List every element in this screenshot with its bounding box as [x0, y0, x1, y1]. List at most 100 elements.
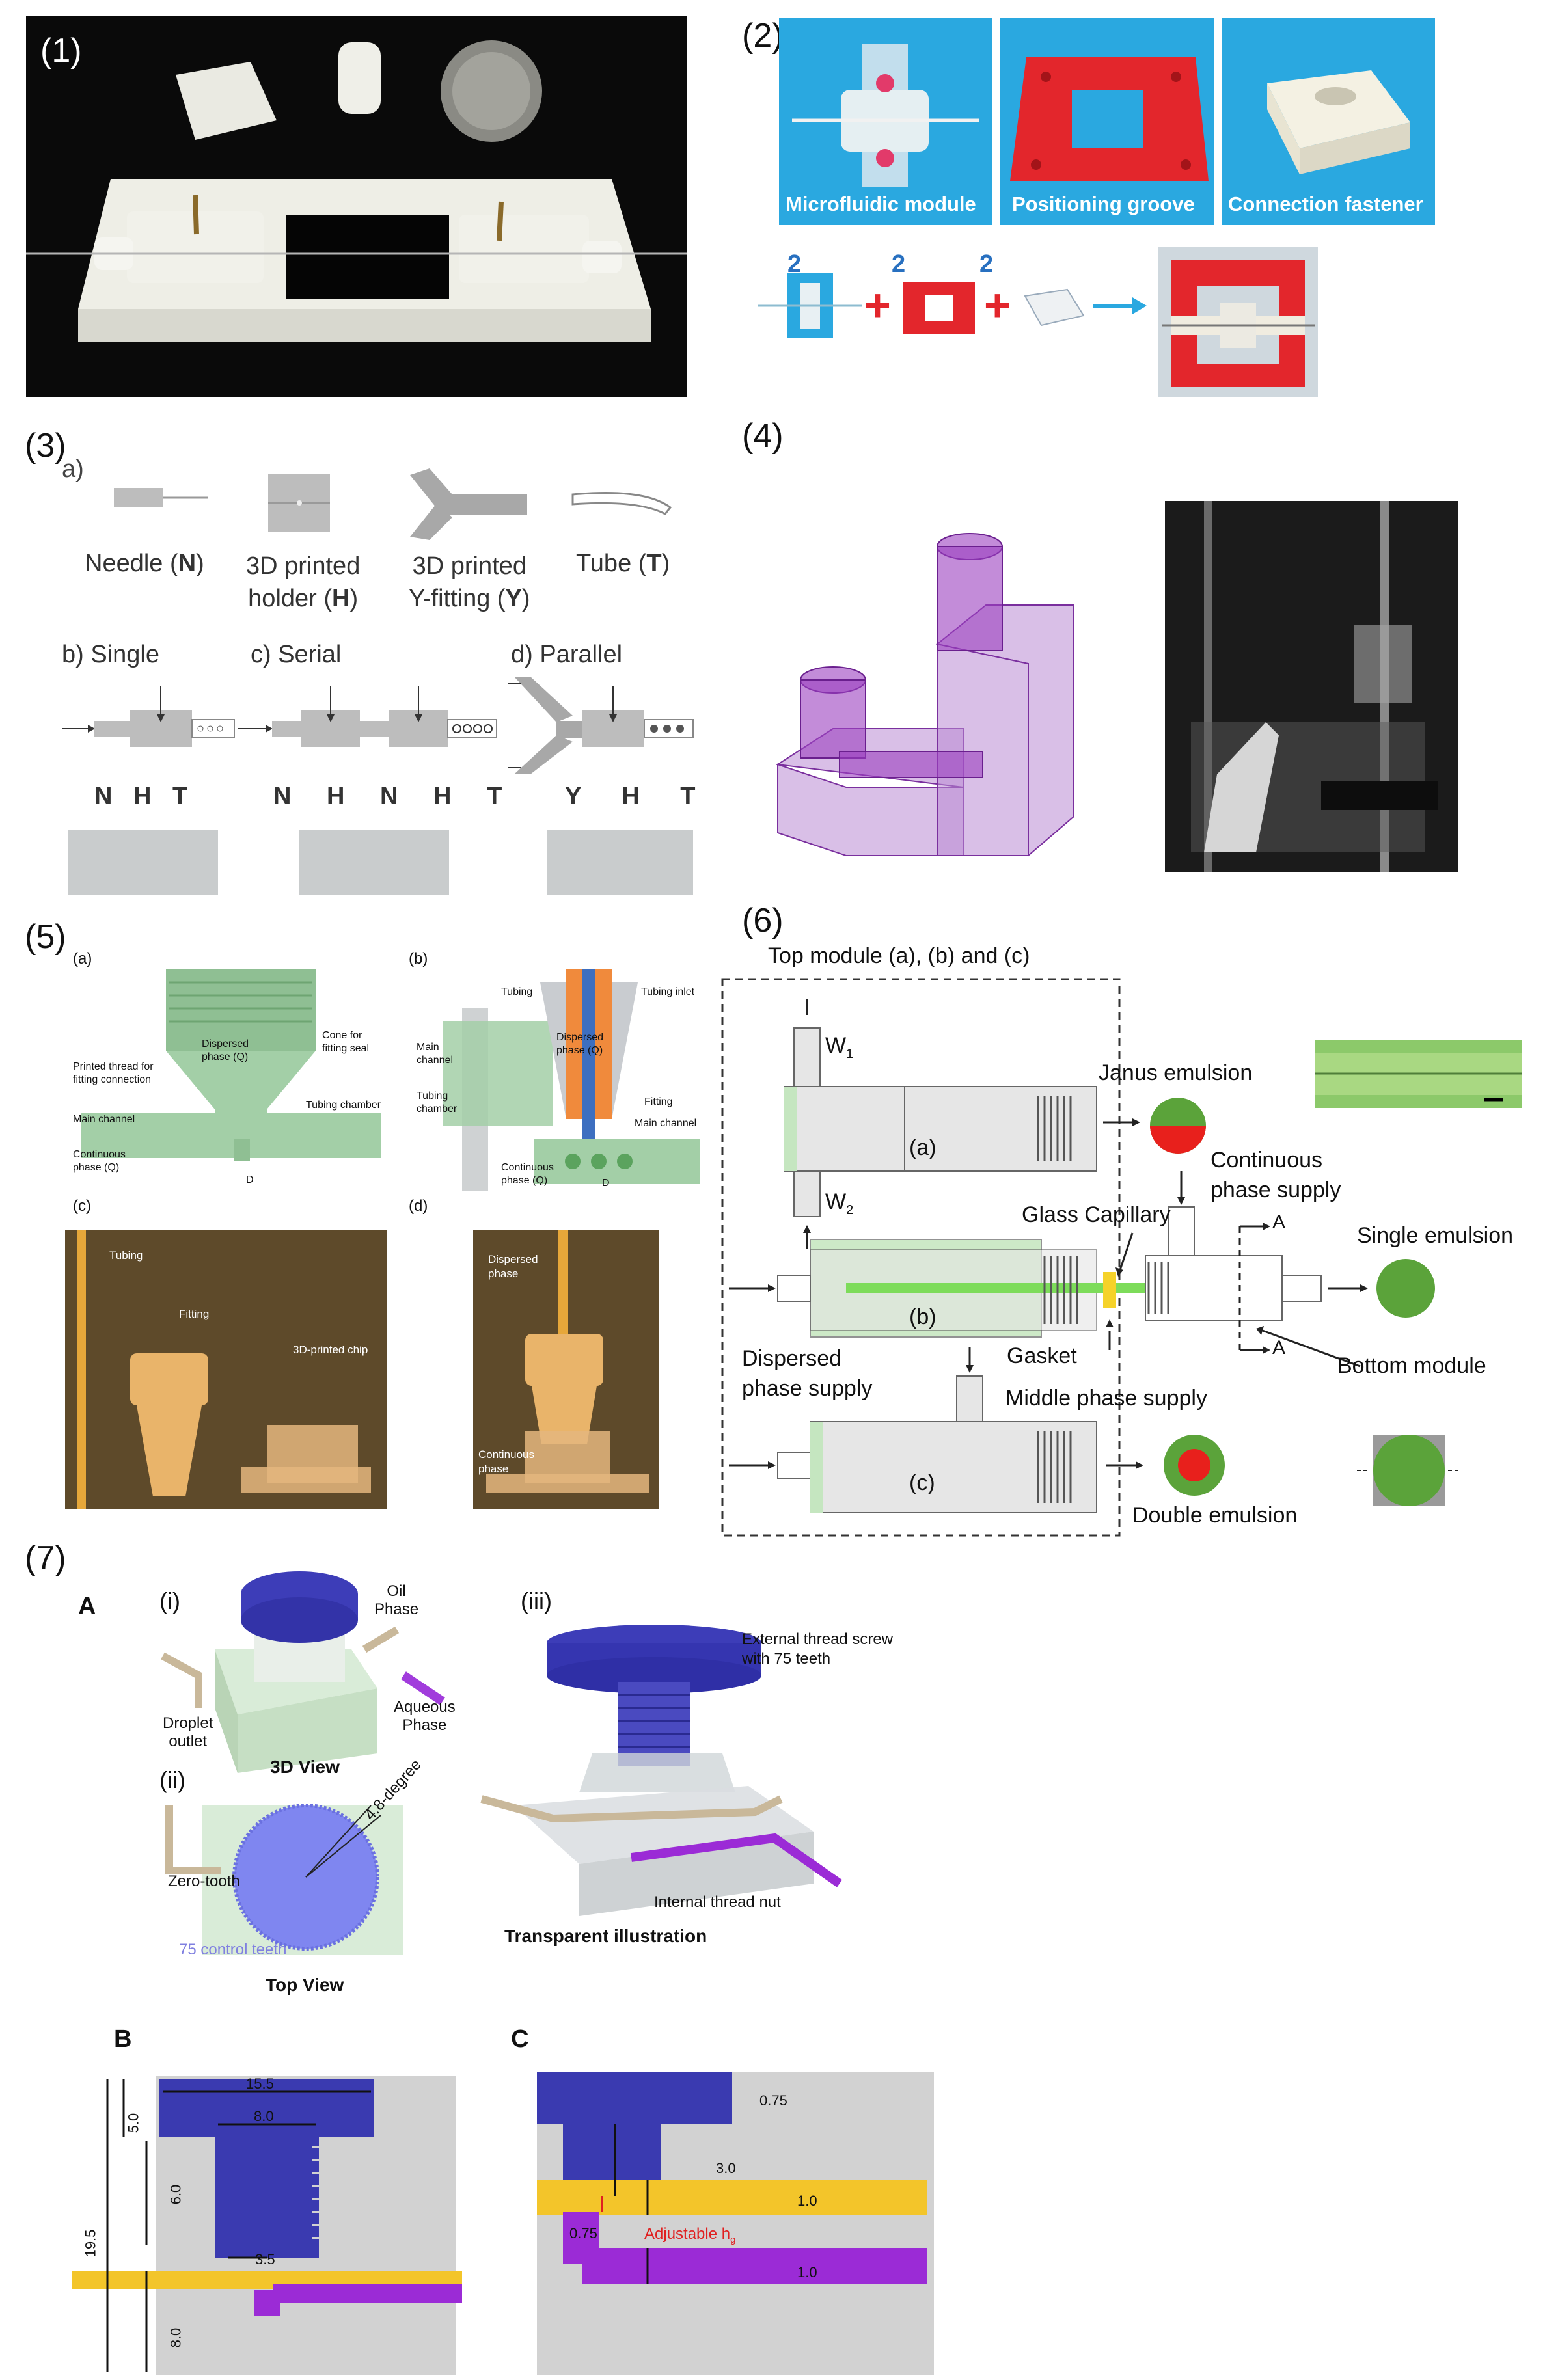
svg-text:+: +	[984, 280, 1011, 331]
dim-C-0-75-top: 0.75	[759, 2092, 787, 2109]
panel-3-configs	[62, 677, 694, 774]
part-yfitting-label: 3D printed Y-fitting (Y)	[409, 552, 530, 612]
photo-single	[68, 830, 218, 895]
5b-label-fitting: Fitting	[644, 1096, 673, 1107]
panel-6-title: Top module (a), (b) and (c)	[768, 943, 1030, 968]
dim-B-5-0: 5.0	[125, 2113, 142, 2133]
panel-7-3d-view	[161, 1571, 445, 1773]
label-module-b: (b)	[909, 1305, 937, 1329]
panel-4-cad-model	[776, 533, 1074, 858]
panel-2-tile-module	[779, 18, 992, 225]
label-top-view: Top View	[266, 1975, 344, 1995]
dim-B-19-5: 19.5	[82, 2229, 99, 2258]
photo-serial	[299, 830, 449, 895]
dim-C-3-0: 3.0	[716, 2160, 736, 2176]
config-serial-label: c) Serial	[251, 641, 342, 668]
panel-1-illustration	[26, 16, 687, 397]
label-w2: W2	[825, 1189, 854, 1217]
seq-single: N H T	[94, 783, 188, 810]
label-janus: Janus emulsion	[1099, 1061, 1253, 1085]
panel-3-sub-a: a)	[62, 455, 84, 483]
label-control-teeth: 75 control teeth	[179, 1941, 287, 1958]
svg-text:+: +	[864, 280, 891, 331]
panel-2-count-1: 2	[787, 250, 802, 278]
panel-1-number: (1)	[40, 32, 82, 70]
config-parallel-label: d) Parallel	[511, 641, 623, 668]
panel-5b-diagram	[443, 969, 700, 1191]
panel-5-sub-c: (c)	[73, 1197, 91, 1215]
panel-7-C: C	[511, 2025, 529, 2053]
panel-5c-photo	[65, 1230, 387, 1509]
panel-5-sub-d: (d)	[409, 1197, 428, 1215]
label-middle-phase: Middle phase supply	[1005, 1386, 1207, 1411]
part-needle-label: Needle (N)	[85, 550, 204, 577]
label-bottom-module: Bottom module	[1337, 1353, 1486, 1378]
panel-2-tile-groove	[1000, 18, 1214, 225]
panel-4-number: (4)	[742, 417, 784, 455]
panel-7-B-crosssection	[72, 2076, 462, 2375]
dim-B-8-0-bottom: 8.0	[167, 2327, 184, 2348]
5a-label-main-channel: Main channel	[73, 1114, 135, 1125]
panel-7-C-detail	[537, 2072, 934, 2375]
panel-2-tile-fastener	[1222, 18, 1435, 225]
label-w1: W1	[825, 1033, 854, 1061]
dim-B-3-5: 3.5	[255, 2251, 275, 2267]
label-module-a: (a)	[909, 1135, 937, 1160]
5c-label-tubing: Tubing	[109, 1249, 143, 1262]
panel-2-count-3: 2	[979, 250, 994, 278]
panel-7-number: (7)	[25, 1539, 66, 1577]
panel-1-photo	[26, 16, 687, 397]
photo-parallel	[547, 830, 693, 895]
5b-label-main-channel: Main channel	[635, 1118, 697, 1129]
dim-C-1-0-bottom: 1.0	[797, 2264, 817, 2280]
5a-label-tubing-chamber: Tubing chamber	[306, 1100, 381, 1111]
dim-C-adjustable: Adjustable hg	[644, 2225, 736, 2245]
panel-5-number: (5)	[25, 918, 66, 956]
panel-2-label-module: Microfluidic module	[786, 193, 976, 215]
label-section-a-bottom: A	[1272, 1337, 1286, 1359]
panel-7-A: A	[78, 1593, 96, 1620]
panel-3-number: (3)	[25, 427, 66, 465]
label-double-emulsion: Double emulsion	[1132, 1503, 1298, 1528]
panel-6-micrograph	[1315, 1040, 1522, 1108]
dim-B-6-0: 6.0	[167, 2184, 184, 2205]
panel-7-B: B	[114, 2025, 132, 2053]
panel-7-transparent	[480, 1625, 843, 1916]
panel-2-assembly: + + +	[758, 247, 1318, 397]
dim-B-15-5: 15.5	[246, 2076, 274, 2092]
panel-6-number: (6)	[742, 902, 784, 940]
panel-2-number: (2)	[742, 17, 784, 55]
panel-7-i: (i)	[159, 1588, 180, 1614]
label-gasket: Gasket	[1007, 1344, 1077, 1368]
panel-5-sub-b: (b)	[409, 950, 428, 967]
panel-5a-diagram	[81, 969, 381, 1161]
panel-4-photo	[1165, 501, 1458, 872]
config-single-label: b) Single	[62, 641, 159, 668]
panel-6-diagram	[721, 978, 1461, 1537]
label-transparent: Transparent illustration	[504, 1926, 707, 1946]
5b-label-tubing: Tubing	[501, 986, 533, 997]
5b-label-tubing-inlet: Tubing inlet	[641, 986, 695, 997]
part-tube-label: Tube (T)	[576, 550, 670, 577]
5a-label-d: D	[246, 1174, 254, 1185]
seq-serial: N H N H T	[273, 783, 502, 810]
panel-7-top-view	[165, 1804, 403, 1955]
panel-7-ii: (ii)	[159, 1766, 185, 1793]
panel-2-label-groove: Positioning groove	[1012, 193, 1195, 215]
dim-C-1-0-top: 1.0	[797, 2193, 817, 2209]
label-nut: Internal thread nut	[654, 1893, 781, 1911]
5b-label-d: D	[602, 1178, 610, 1189]
panel-7-iii: (iii)	[521, 1588, 552, 1614]
